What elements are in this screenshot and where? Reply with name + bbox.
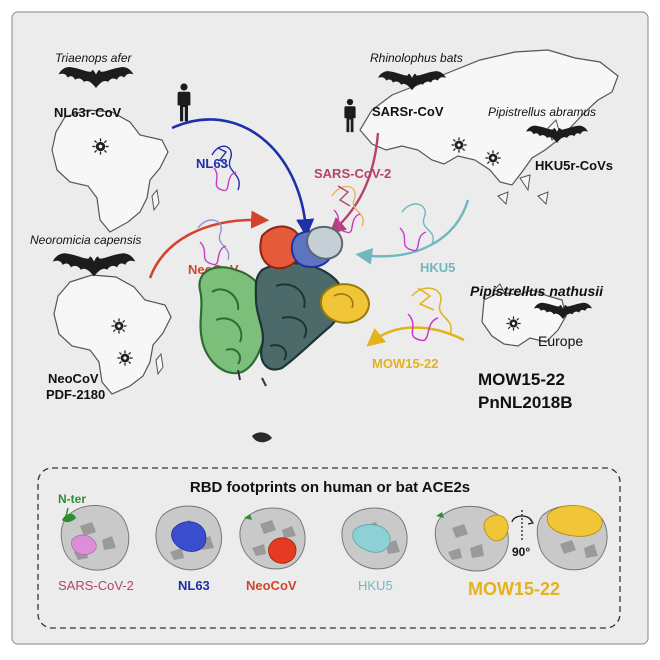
africa-map-bottom [53, 274, 172, 395]
virus-label-pnnl2018b: PnNL2018B [478, 393, 572, 412]
virus-label-neocov: NeoCoV [48, 371, 99, 386]
nter-marker-mow [436, 512, 444, 518]
virus-label-mow1522-main: MOW15-22 [478, 370, 565, 389]
virus-icon-europe [506, 316, 521, 331]
footprint-label-neocov: NeoCoV [246, 578, 297, 593]
membrane-fragment [252, 432, 272, 443]
ace2-surface-mow-rotated [536, 505, 608, 571]
arrow-hku5 [355, 199, 470, 265]
arrow-nl63 [171, 118, 315, 238]
ace2-surface-mow-front [434, 505, 509, 572]
ace2-green-coil [211, 288, 243, 365]
footprint-label-hku5: HKU5 [358, 578, 393, 593]
arrow-neocov [148, 210, 270, 279]
island-3 [497, 191, 509, 206]
rotation-label: 90° [512, 545, 530, 559]
footprints-panel [37, 467, 621, 629]
ace2-surface-nl63 [155, 505, 222, 571]
footprints-title: RBD footprints on human or bat ACE2s [190, 479, 470, 496]
ace2-tail-1 [237, 369, 241, 381]
ace2-surface-neocov [239, 507, 306, 570]
ace2-dark-coil [269, 283, 307, 361]
nter-marker-neocov [244, 514, 252, 520]
host-label-rhinolophus: Rhinolophus bats [370, 51, 463, 65]
footprint-label-sars: SARS-CoV-2 [58, 578, 134, 593]
host-label-pipistrellus-nathusii: Pipistrellus nathusii [470, 283, 604, 299]
rotation-arrow-icon [511, 510, 535, 540]
footprint-label-nl63: NL63 [178, 578, 210, 593]
virus-icon-asia-1 [451, 137, 467, 153]
virus-label-sarsr: SARSr-CoV [372, 104, 444, 119]
ace2-domain-dark [254, 262, 344, 371]
africa-map-top [51, 109, 169, 233]
nter-label: N-ter [58, 492, 86, 506]
madagascar-top [151, 188, 160, 212]
virus-icon-asia-2 [485, 150, 501, 166]
ace2-tail-2 [261, 377, 267, 387]
virus-icon-africa-top [92, 138, 109, 155]
madagascar-bottom [155, 352, 164, 376]
arrow-mow1522 [366, 326, 465, 347]
arrow-sars-cov-2 [329, 132, 380, 235]
rbd-ribbon-sars-cov-2 [331, 185, 364, 234]
island-2 [537, 191, 549, 206]
arrow-label-sars-cov-2: SARS-CoV-2 [314, 166, 391, 181]
host-label-pipistrellus-abramus: Pipistrellus abramus [488, 105, 596, 119]
ace2-complex [198, 225, 370, 443]
rbd-ribbon-hku5 [399, 203, 434, 252]
uk-island [493, 283, 507, 295]
arrow-label-mow1522: MOW15-22 [372, 356, 438, 371]
ace2-surface-sars [60, 505, 130, 571]
virus-icon-africa-bottom-1 [111, 318, 127, 334]
rbd-yellow-coil [333, 293, 354, 309]
virus-label-pdf2180: PDF-2180 [46, 387, 105, 402]
footprint-label-mow: MOW15-22 [468, 579, 560, 599]
rbd-gray-bound [306, 225, 344, 260]
nter-pointer [65, 507, 69, 517]
virus-label-hku5r: HKU5r-CoVs [535, 158, 613, 173]
arrow-label-hku5: HKU5 [420, 260, 455, 275]
rbd-yellow-bound [319, 283, 370, 324]
host-label-triaenops: Triaenops afer [55, 51, 132, 65]
virus-label-nl63r: NL63r-CoV [54, 105, 122, 120]
region-label-europe: Europe [538, 333, 583, 349]
host-label-neoromicia: Neoromicia capensis [30, 233, 141, 247]
rbd-ribbon-neocov [197, 219, 230, 266]
ace2-domain-green [198, 266, 270, 375]
ace2-surface-hku5 [341, 507, 408, 570]
arrow-label-nl63: NL63 [196, 156, 228, 171]
island-1 [519, 174, 531, 192]
rbd-ribbon-nl63 [211, 145, 240, 192]
rbd-ribbon-mow1522 [407, 287, 452, 342]
virus-icon-africa-bottom-2 [117, 350, 133, 366]
